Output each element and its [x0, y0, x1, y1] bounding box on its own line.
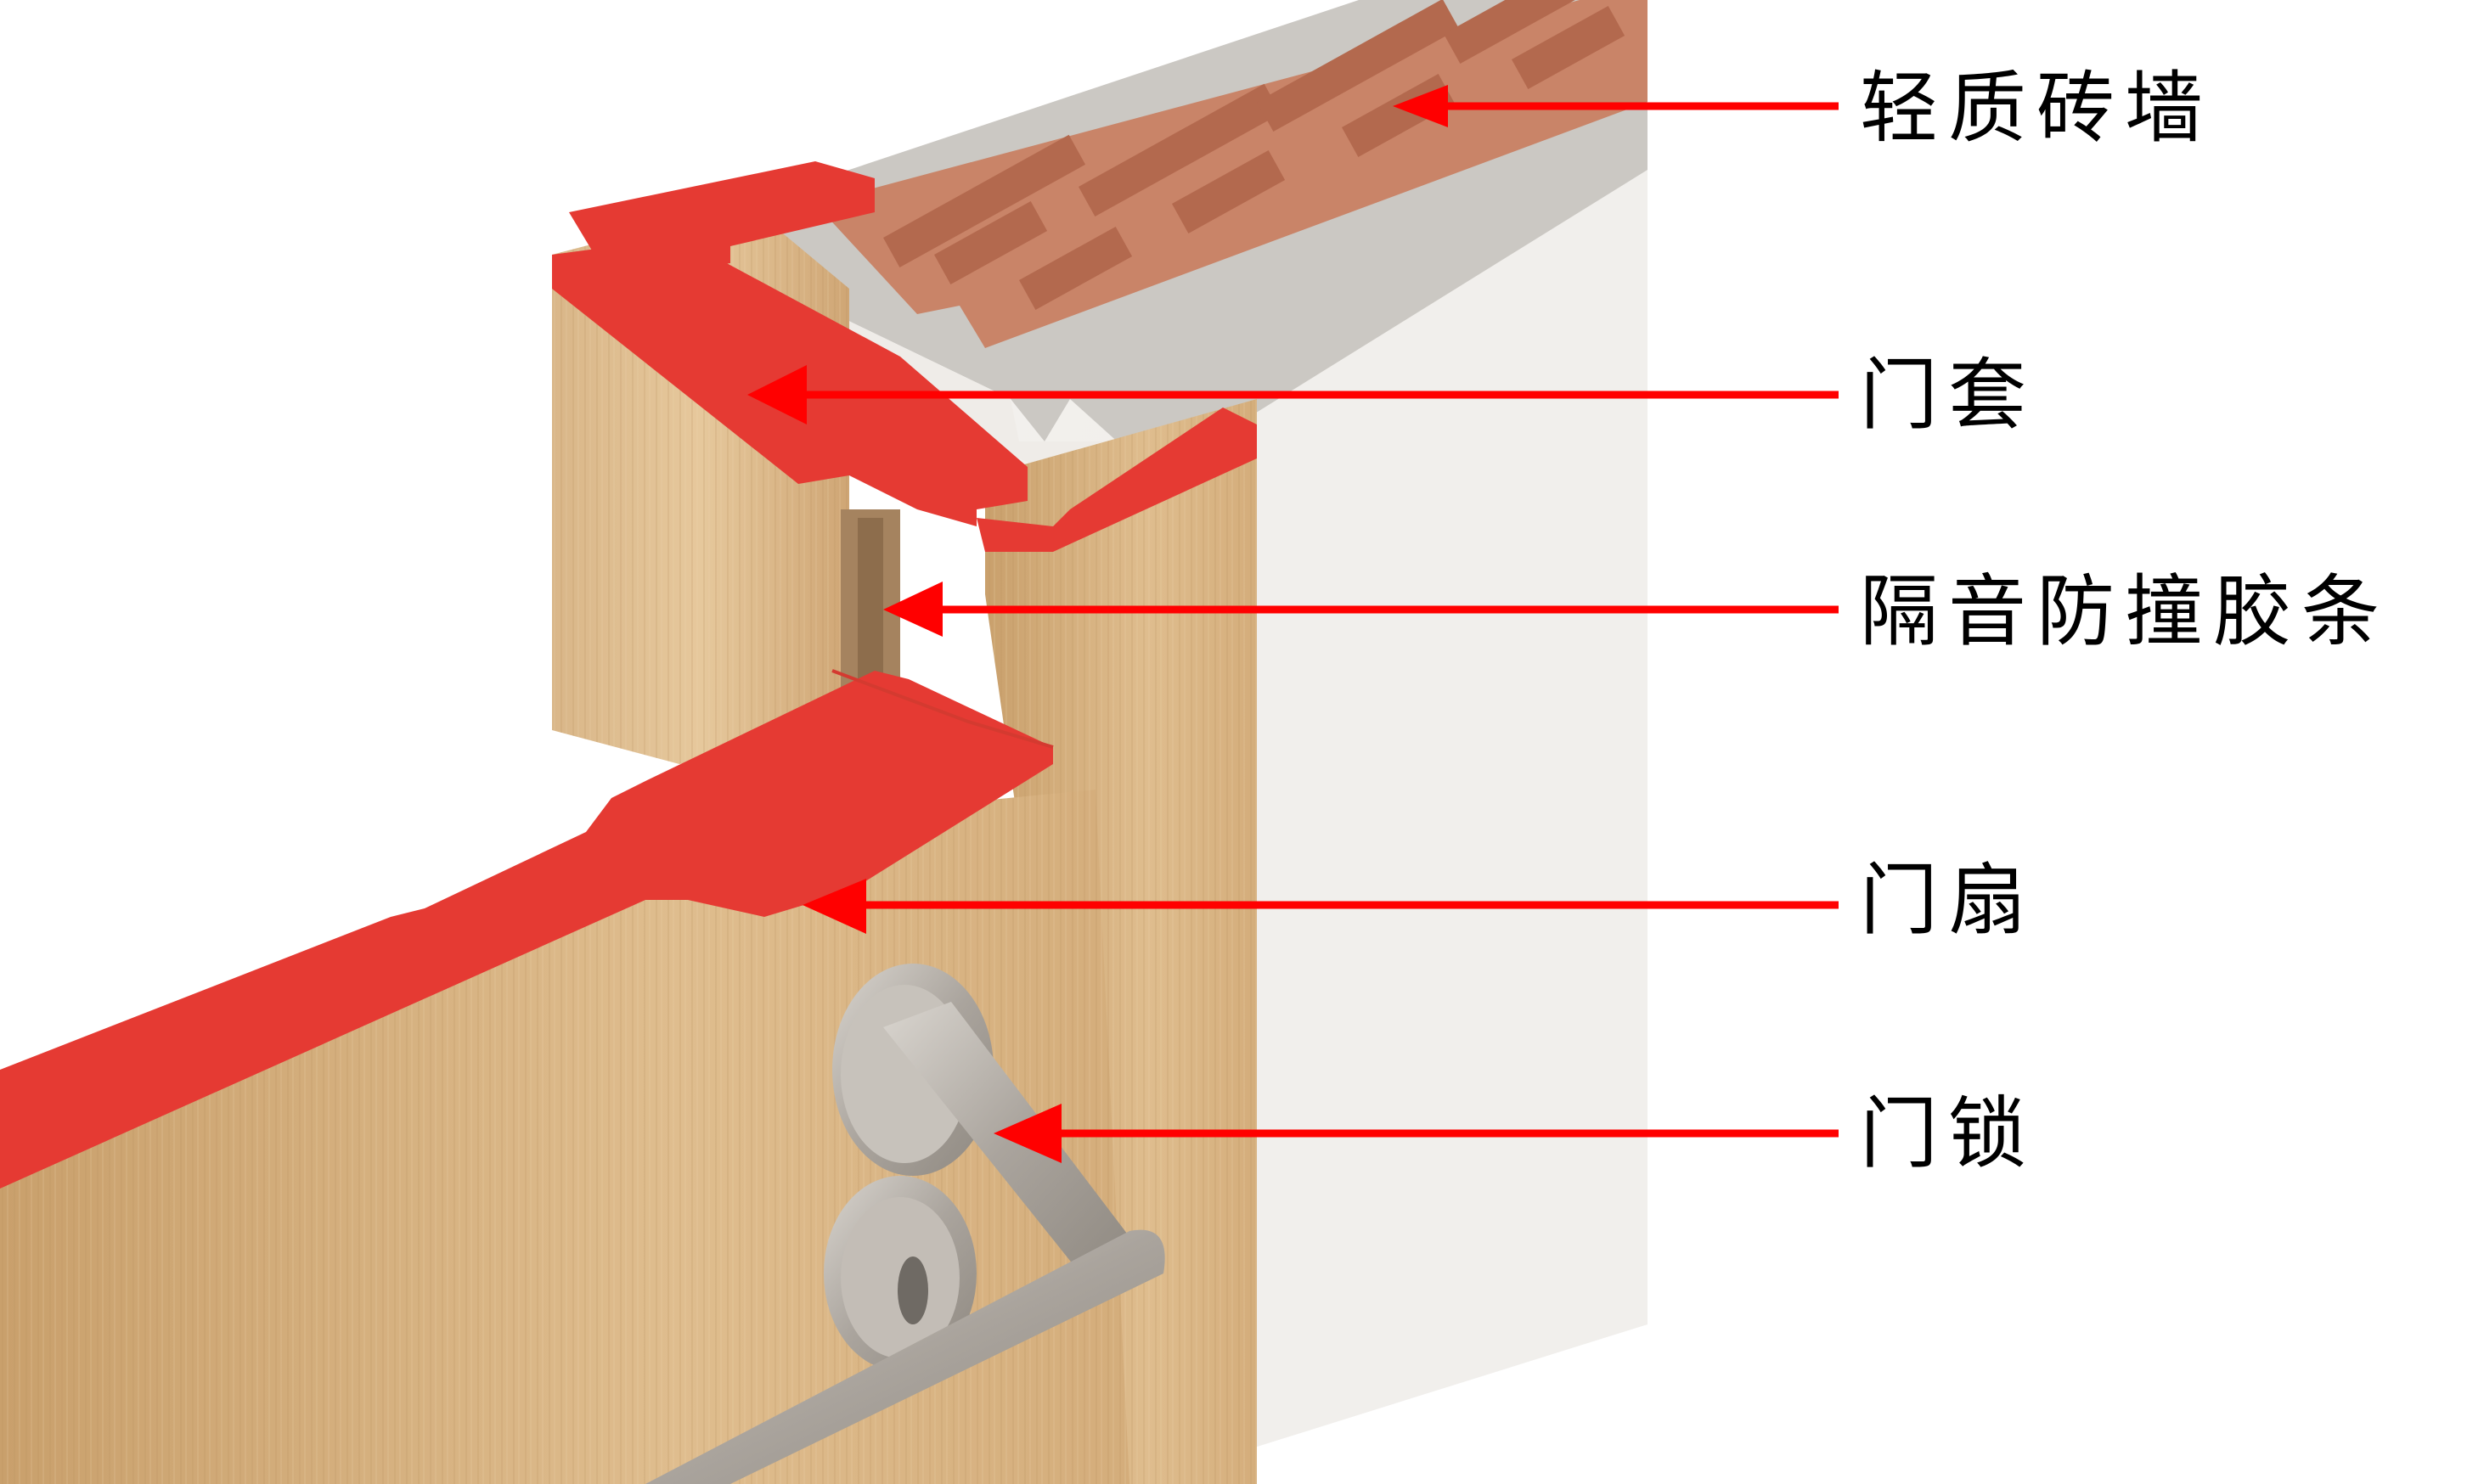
door-lock: [645, 964, 1165, 1484]
label-door-frame: 门套: [1860, 350, 2037, 441]
door-frame: [552, 161, 1257, 1484]
label-seal-strip: 隔音防撞胶条: [1860, 566, 2391, 657]
label-door-leaf: 门扇: [1860, 855, 2037, 946]
seal-strip: [841, 509, 900, 696]
label-door-lock: 门锁: [1860, 1088, 2037, 1179]
label-brick-wall: 轻质砖墙: [1860, 63, 2214, 154]
callout-arrows: [747, 85, 1839, 1163]
